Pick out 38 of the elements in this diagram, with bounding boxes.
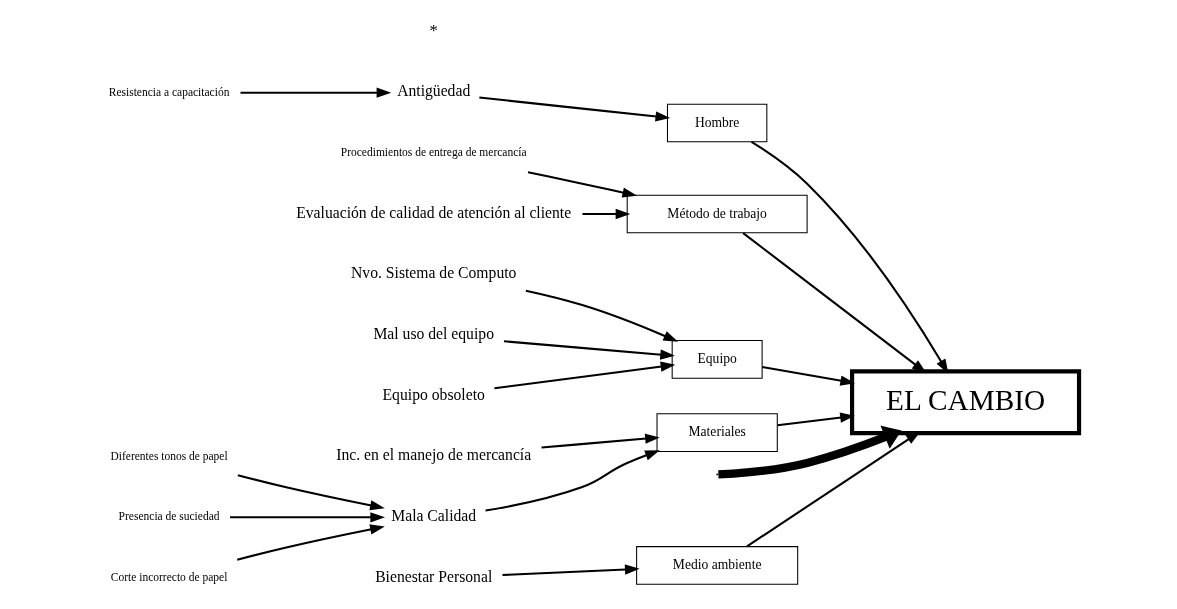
arrow: [527, 170, 638, 198]
node-text: Mala Calidad: [391, 506, 477, 524]
node-text: Corte incorrecto de papel: [110, 570, 228, 583]
arrow: [230, 511, 385, 522]
node-box: Medio ambiente: [636, 545, 799, 585]
arrow: [494, 361, 676, 389]
arrow: [541, 433, 660, 449]
arrow: [718, 425, 902, 479]
arrow: [485, 449, 660, 512]
node-text: Bienestar Personal: [375, 567, 493, 585]
arrow: [525, 289, 679, 342]
arrow: [479, 95, 671, 122]
arrow: [762, 365, 855, 386]
node-text: Evaluación de calidad de atención al cliente: [296, 203, 572, 221]
node-text: Procedimientos de entrega de mercancía: [340, 145, 527, 158]
node-box: Equipo: [671, 339, 763, 379]
node-box: Hombre: [666, 103, 768, 142]
node-text: Diferentes tonos de papel: [110, 449, 228, 462]
arrow: [236, 523, 385, 561]
arrow: [502, 563, 640, 576]
arrow: [582, 208, 631, 219]
node-text: Inc. en el manejo de mercancía: [336, 445, 532, 463]
arrow: [742, 231, 927, 373]
node-text: Equipo obsoleto: [382, 385, 485, 403]
node-box: Método de trabajo: [626, 194, 808, 233]
arrow: [777, 411, 855, 426]
node-text: Presencia de suciedad: [118, 509, 220, 522]
node-box: EL CAMBIO: [850, 368, 1082, 435]
node-text: Nvo. Sistema de Computo: [350, 263, 517, 281]
arrow: [503, 339, 675, 360]
node-text: Antigüedad: [397, 81, 471, 99]
arrow: [750, 140, 949, 374]
node-box: Materiales: [656, 412, 778, 452]
node-text: Resistencia a capacitación: [108, 85, 230, 98]
arrow: [240, 87, 392, 98]
node-text: Mal uso del equipo: [373, 324, 494, 342]
arrow: [237, 473, 385, 510]
label: *: [429, 20, 438, 40]
